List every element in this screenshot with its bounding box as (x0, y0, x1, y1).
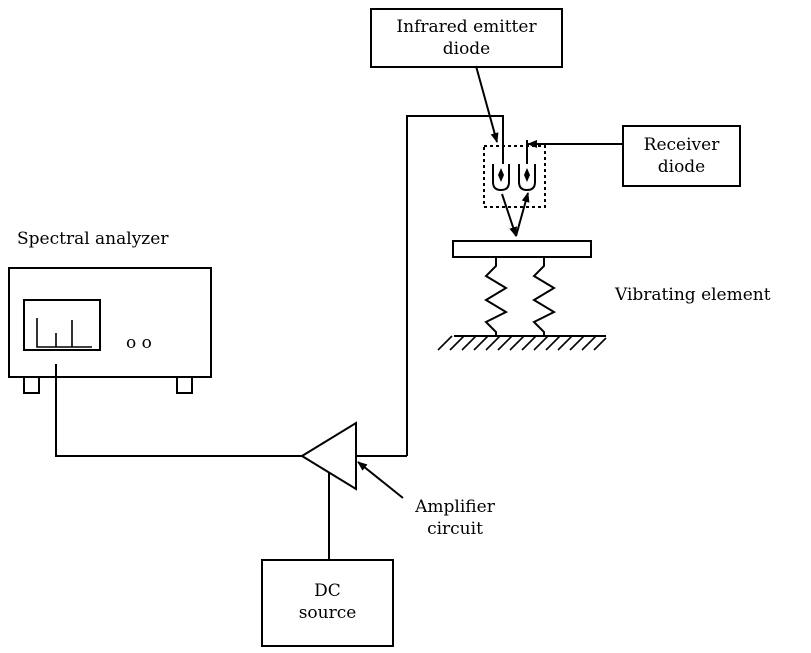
analyzer-screen (23, 299, 101, 351)
infrared-emitter-label-line1: Infrared emitter (396, 17, 537, 37)
analyzer-left-foot (23, 376, 40, 394)
infrared-emitter-label-line2: diode (442, 39, 491, 59)
emitter-diode-mark (498, 168, 504, 182)
receiver-label-line2: diode (657, 157, 706, 177)
amplifier-label-line1: Amplifier (415, 497, 495, 517)
amplifier-label: Amplifier circuit (400, 496, 510, 540)
left-spring (484, 257, 509, 336)
analyzer-right-foot (176, 376, 193, 394)
dc-source-label-line2: source (298, 603, 357, 623)
dc-source-box (261, 559, 394, 647)
infrared-emitter-box (370, 8, 563, 68)
spectral-analyzer-body (8, 267, 212, 378)
amplifier-label-line2: circuit (427, 519, 483, 539)
receiver-diode-shape (518, 164, 536, 192)
sensor-wire (406, 115, 504, 456)
dc-source-label: DC source (262, 580, 393, 624)
right-spring (532, 257, 557, 336)
emitted-beam-arrow (501, 193, 517, 237)
sensor-housing (483, 145, 546, 208)
analyzer-spectrum-trace (36, 318, 92, 348)
reflected-beam-arrow (515, 192, 530, 237)
vibrating-element-label: Vibrating element (615, 285, 771, 305)
emitter-pointer-arrow (475, 65, 499, 143)
infrared-emitter-label: Infrared emitter diode (371, 16, 562, 60)
vibrating-platform (452, 240, 592, 258)
receiver-box (622, 125, 741, 187)
spectral-analyzer-label: Spectral analyzer (17, 229, 169, 249)
analyzer-knobs: o o (126, 333, 152, 353)
dc-source-label-line1: DC (314, 581, 341, 601)
ground-hatching (437, 335, 607, 351)
receiver-label: Receiver diode (623, 134, 740, 178)
receiver-label-line1: Receiver (643, 135, 720, 155)
emitter-diode-shape (492, 164, 510, 192)
receiver-diode-mark (524, 168, 530, 182)
amplifier-pointer-arrow (357, 461, 404, 499)
analyzer-wire (55, 364, 302, 457)
